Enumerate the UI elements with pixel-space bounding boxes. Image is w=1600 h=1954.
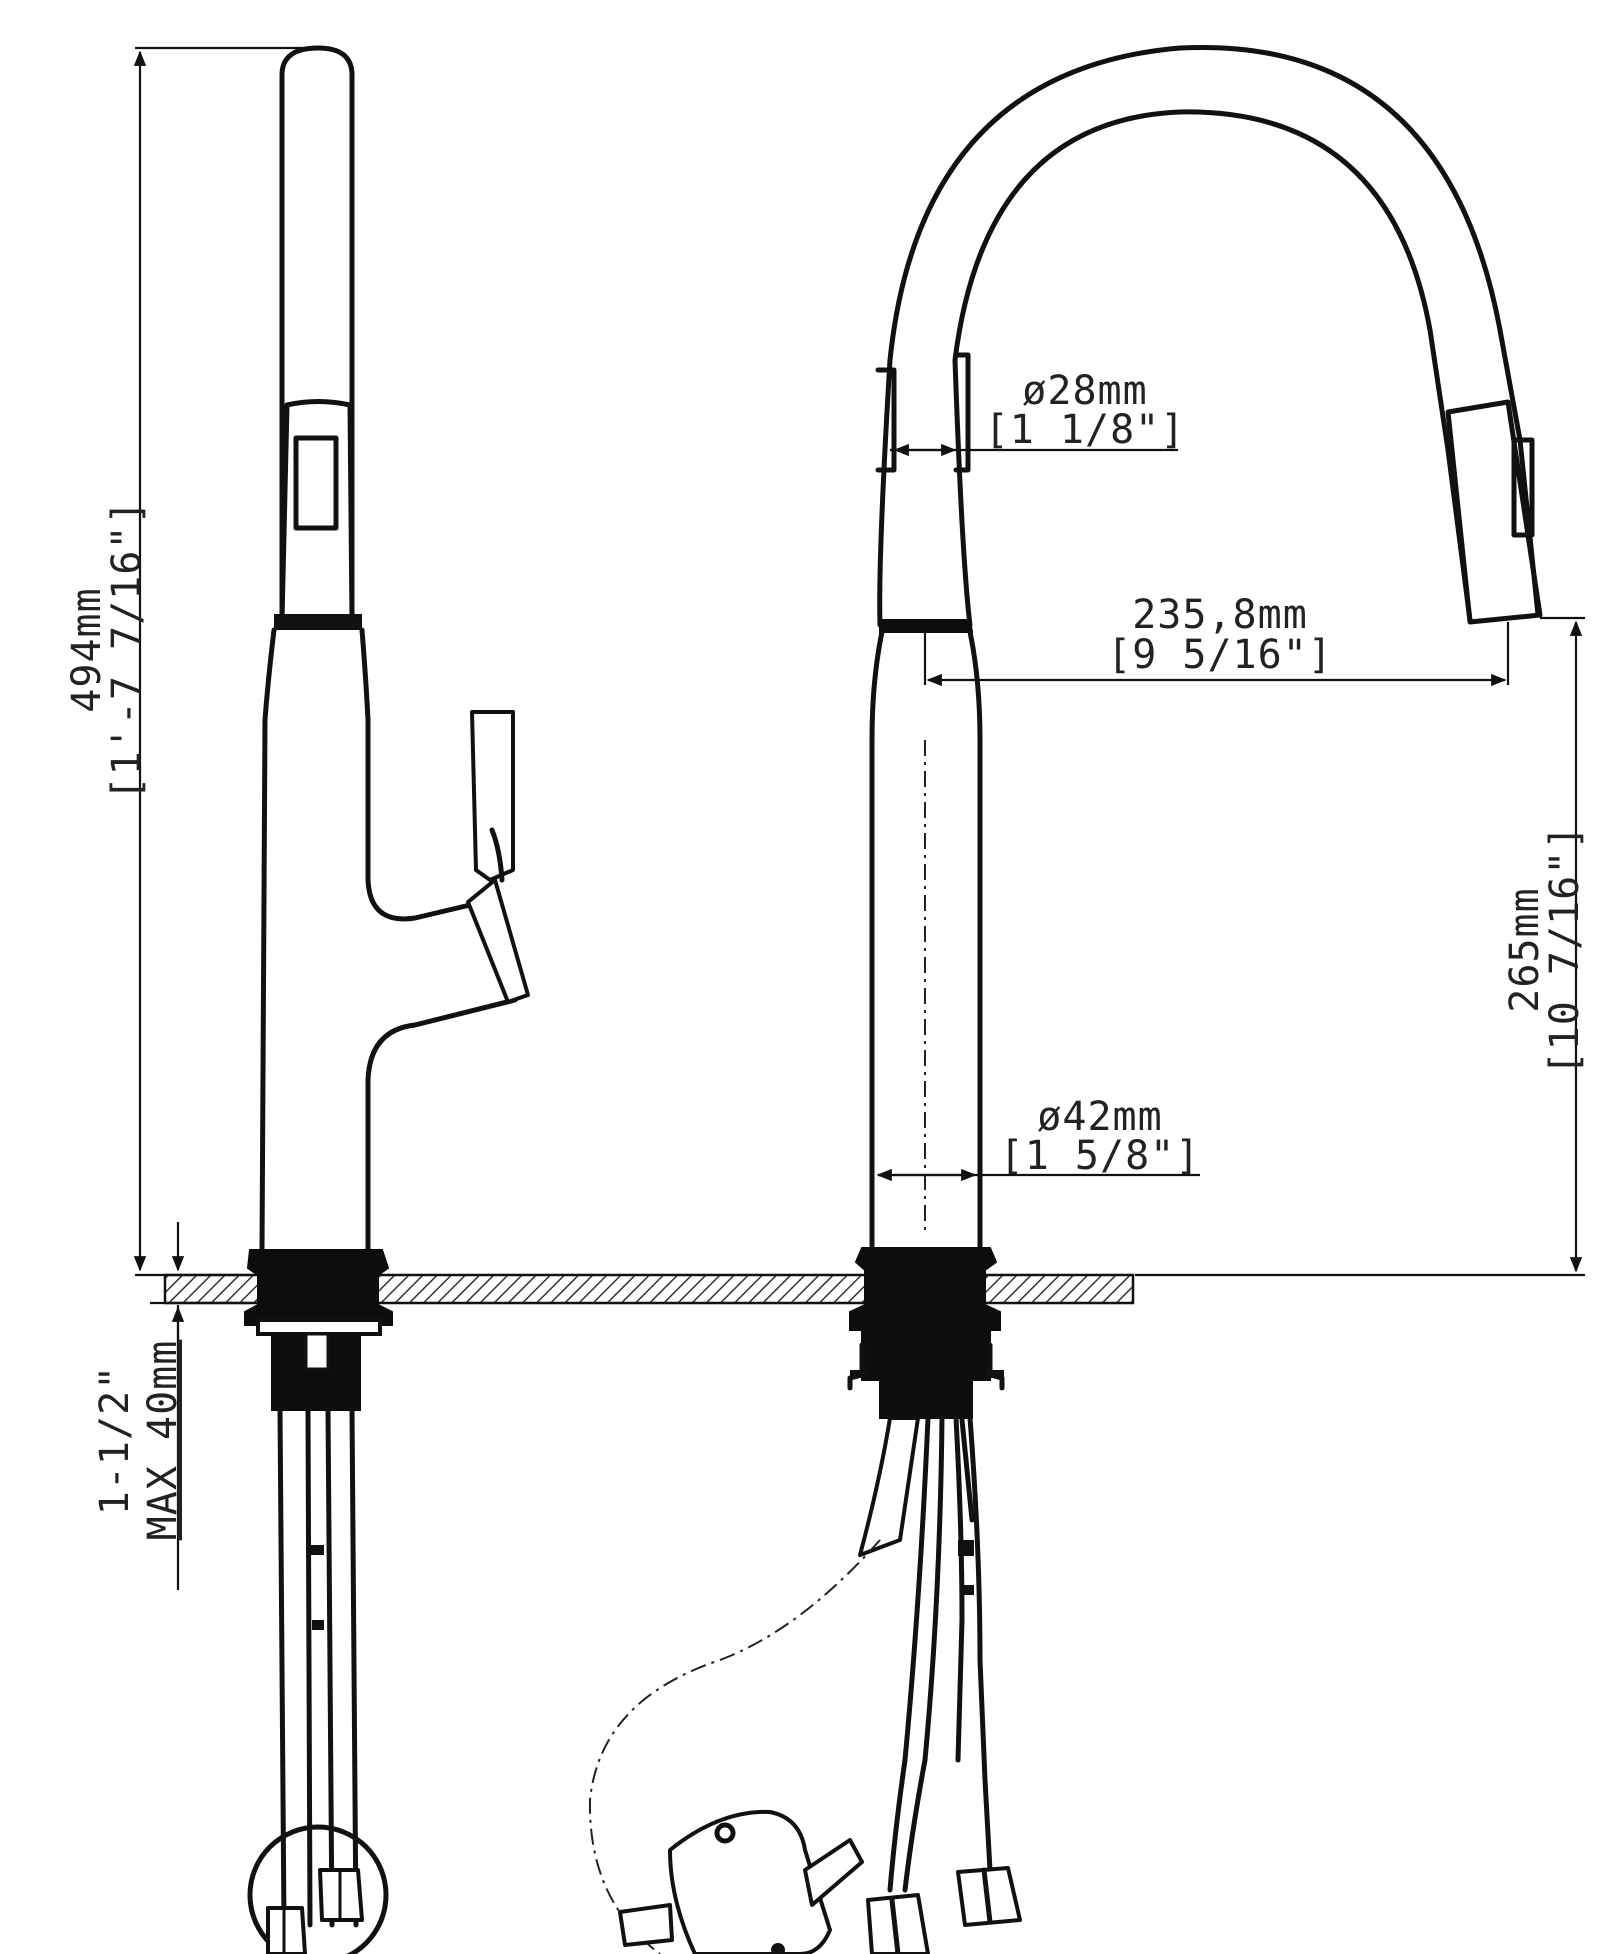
spout-height-imperial: [10 7/16"] [1542,825,1588,1076]
spout-height-label: 265mm [10 7/16"] [1502,825,1588,1076]
overall-height-imperial: [1'-7 7/16"] [104,500,150,801]
faucet-side-view [244,45,530,1954]
spout-height-metric: 265mm [1502,887,1548,1012]
body-diameter-metric: ø42mm [1037,1094,1162,1140]
deck-thickness-label: 1-1/2" MAX 40mm [92,1340,186,1541]
faucet-front-view [588,44,1543,1954]
spout-reach-metric: 235,8mm [1132,592,1308,638]
deck-thickness-imperial: 1-1/2" [92,1365,138,1516]
hose-diameter-imperial: [1 1/8"] [985,407,1186,453]
deck-thickness-metric: MAX 40mm [140,1340,186,1541]
overall-height-label: 494mm [1'-7 7/16"] [64,500,150,801]
hose-diameter-label: ø28mm [1 1/8"] [985,368,1186,453]
spout-reach-imperial: [9 5/16"] [1107,632,1333,678]
spout-reach-label: 235,8mm [9 5/16"] [1107,592,1333,678]
body-diameter-imperial: [1 5/8"] [1000,1133,1201,1179]
hose-diameter-metric: ø28mm [1022,368,1147,414]
body-diameter-label: ø42mm [1 5/8"] [1000,1094,1201,1179]
overall-height-metric: 494mm [64,587,110,712]
dimension-lines [133,46,1585,1590]
